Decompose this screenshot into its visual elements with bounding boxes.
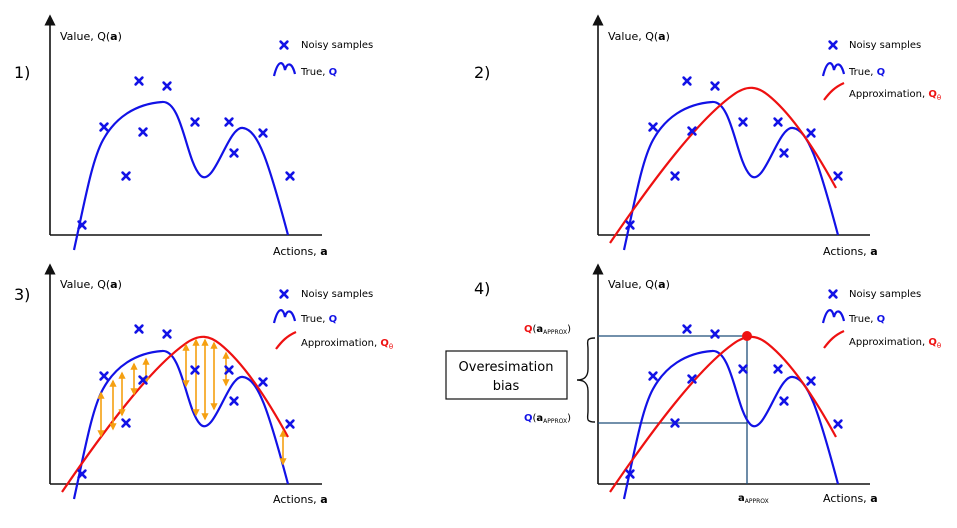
legend-sample-marker xyxy=(828,289,838,299)
bias-box-line1: Overesimation xyxy=(459,360,554,375)
legend-true-label: True, Q xyxy=(300,67,337,78)
legend-sample-marker xyxy=(828,40,838,50)
panel-1: 1) Value, Q(a) Actions, a Noisy samples … xyxy=(14,14,373,258)
x-axis-label: Actions, a xyxy=(273,245,328,258)
overestimation-bias-box: Overesimation bias xyxy=(445,350,568,400)
panel-number: 1) xyxy=(14,63,30,82)
sample-point xyxy=(670,171,680,181)
sample-point xyxy=(229,148,239,158)
sample-point xyxy=(224,117,234,127)
legend-noisy-label: Noisy samples xyxy=(301,289,373,300)
panel-2: 2) Value, Q(a) Actions, a Noisy samples … xyxy=(474,14,941,258)
y-axis-label: Value, Q(a) xyxy=(608,30,670,43)
sample-point xyxy=(138,127,148,137)
legend-approx-label: Approximation, Qθ xyxy=(301,338,393,351)
sample-point xyxy=(648,122,658,132)
legend-approx-label: Approximation, Qθ xyxy=(849,337,941,350)
legend: Noisy samples True, Q xyxy=(272,40,373,78)
overestimation-arrows xyxy=(97,338,287,466)
sample-point xyxy=(285,419,295,429)
sample-point xyxy=(779,148,789,158)
a-approx-label: aAPPROX xyxy=(738,493,769,505)
bias-brace xyxy=(576,337,596,423)
panel-4: 4) Value, Q(a) Actions, a Noisy samples … xyxy=(474,263,941,505)
panel-number: 2) xyxy=(474,63,490,82)
legend-approx-swatch xyxy=(275,330,297,350)
bias-box-line2: bias xyxy=(493,379,520,394)
y-axis-label: Value, Q(a) xyxy=(608,278,670,291)
legend-approx-swatch xyxy=(823,81,845,101)
legend-noisy-label: Noisy samples xyxy=(301,40,373,51)
true-value-label: Q(aAPPROX) xyxy=(524,413,571,425)
sample-point xyxy=(121,418,131,428)
legend-true-swatch xyxy=(272,309,297,324)
panel-number: 3) xyxy=(14,285,30,304)
legend-sample-marker xyxy=(279,40,289,50)
x-axis-label: Actions, a xyxy=(823,492,878,505)
y-axis-label: Value, Q(a) xyxy=(60,30,122,43)
sample-point xyxy=(833,171,843,181)
approx-value-label: Q(aAPPROX) xyxy=(524,324,571,336)
sample-point xyxy=(229,396,239,406)
x-axis-label: Actions, a xyxy=(823,245,878,258)
sample-point xyxy=(121,171,131,181)
sample-point xyxy=(773,364,783,374)
legend: Noisy samples True, Q Approximation, Qθ xyxy=(272,289,393,351)
sample-point xyxy=(779,396,789,406)
bias-box-frame xyxy=(445,350,568,400)
x-axis-label: Actions, a xyxy=(273,493,328,506)
sample-point xyxy=(833,419,843,429)
legend-true-swatch xyxy=(821,62,846,77)
panel-3: 3) Value, Q(a) Actions, a Noisy samples … xyxy=(14,263,393,506)
sample-point xyxy=(190,117,200,127)
legend-true-swatch xyxy=(821,309,846,324)
legend-true-swatch xyxy=(272,62,297,77)
sample-point xyxy=(99,371,109,381)
legend-noisy-label: Noisy samples xyxy=(849,40,921,51)
sample-point xyxy=(258,377,268,387)
sample-point xyxy=(773,117,783,127)
legend-true-label: True, Q xyxy=(848,314,885,325)
noisy-samples xyxy=(625,324,843,479)
legend-sample-marker xyxy=(279,289,289,299)
sample-point xyxy=(134,76,144,86)
sample-point xyxy=(710,81,720,91)
sample-point xyxy=(162,81,172,91)
legend-noisy-label: Noisy samples xyxy=(849,289,921,300)
legend-approx-swatch xyxy=(823,329,845,349)
sample-point xyxy=(806,128,816,138)
panel-number: 4) xyxy=(474,279,490,298)
sample-point xyxy=(162,329,172,339)
sample-point xyxy=(806,376,816,386)
approximation-curve xyxy=(609,86,837,244)
legend: Noisy samples True, Q Approximation, Qθ xyxy=(821,289,941,350)
sample-point xyxy=(134,324,144,334)
sample-point xyxy=(738,117,748,127)
sample-point xyxy=(682,324,692,334)
y-axis-label: Value, Q(a) xyxy=(60,278,122,291)
approx-max-point xyxy=(742,331,752,341)
sample-point xyxy=(738,364,748,374)
sample-point xyxy=(682,76,692,86)
legend: Noisy samples True, Q Approximation, Qθ xyxy=(821,40,941,102)
legend-true-label: True, Q xyxy=(848,67,885,78)
sample-point xyxy=(285,171,295,181)
sample-point xyxy=(99,122,109,132)
legend-true-label: True, Q xyxy=(300,314,337,325)
legend-approx-label: Approximation, Qθ xyxy=(849,89,941,102)
sample-point xyxy=(190,365,200,375)
noisy-samples xyxy=(625,76,843,230)
sample-point xyxy=(258,128,268,138)
sample-point xyxy=(648,371,658,381)
true-q-curve xyxy=(72,100,290,251)
noisy-samples xyxy=(77,76,295,230)
